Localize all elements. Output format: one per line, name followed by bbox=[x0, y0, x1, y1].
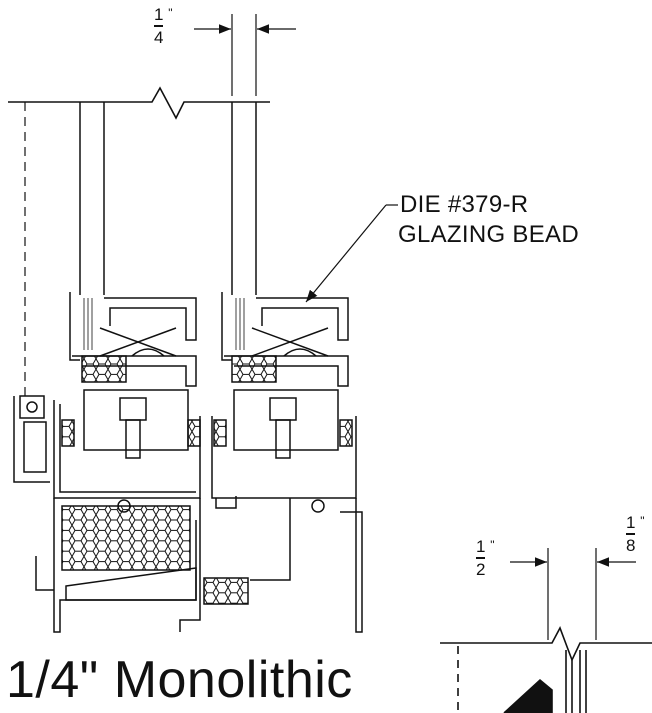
sill-frame bbox=[13, 395, 363, 633]
dimension-right-b-label: 1 2 " bbox=[476, 537, 495, 579]
callout-line-1: DIE #379-R bbox=[400, 191, 529, 218]
dimension-top-lines bbox=[194, 14, 296, 96]
dimension-right-lines bbox=[510, 548, 636, 640]
glazing-bead-right bbox=[213, 292, 353, 459]
drawing-title: 1/4" Monolithic bbox=[6, 651, 353, 709]
frame-top-line bbox=[8, 86, 270, 120]
dimension-right-a-label: 1 8 " bbox=[626, 513, 645, 555]
callout-leader bbox=[305, 204, 398, 303]
glass-panes bbox=[79, 102, 257, 295]
dimension-top-label: 1 4 " bbox=[154, 5, 173, 47]
glazing-bead-left bbox=[61, 292, 201, 459]
callout-line-2: GLAZING BEAD bbox=[398, 221, 579, 248]
inset-detail bbox=[440, 626, 652, 713]
